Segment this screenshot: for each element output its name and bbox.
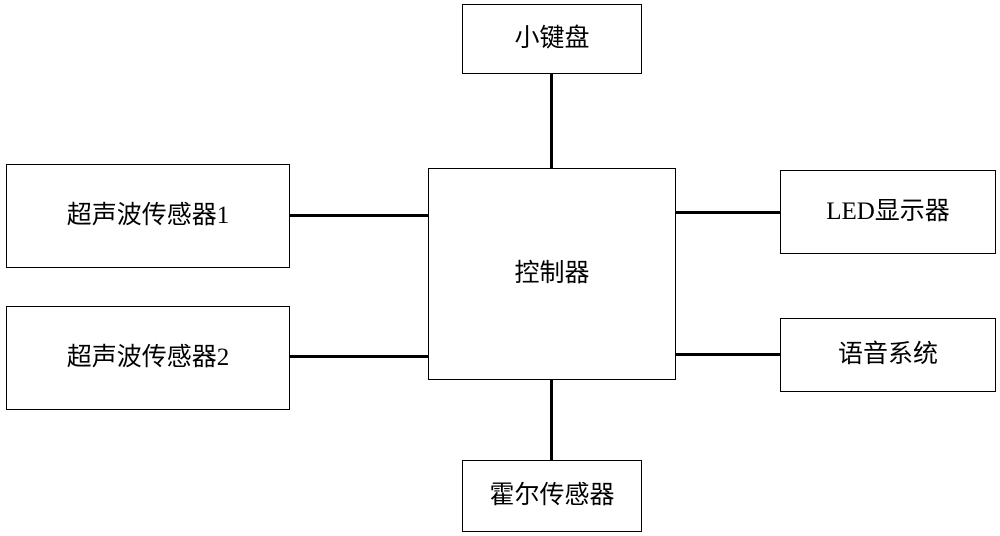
node-keypad: 小键盘 bbox=[462, 4, 642, 74]
node-led-display: LED显示器 bbox=[780, 170, 996, 254]
node-controller-label: 控制器 bbox=[514, 260, 590, 287]
node-controller: 控制器 bbox=[428, 168, 676, 380]
node-ultrasonic-sensor-2-label: 超声波传感器2 bbox=[66, 344, 230, 371]
connector-controller-led bbox=[676, 211, 780, 214]
node-hall-sensor-label: 霍尔传感器 bbox=[489, 482, 615, 509]
node-ultrasonic-sensor-2: 超声波传感器2 bbox=[6, 306, 290, 410]
node-keypad-label: 小键盘 bbox=[514, 25, 590, 52]
connector-controller-voice bbox=[676, 353, 780, 356]
node-hall-sensor: 霍尔传感器 bbox=[462, 460, 642, 532]
connector-sensor2-controller bbox=[290, 355, 428, 358]
connector-hall-controller bbox=[550, 380, 553, 460]
node-voice-system: 语音系统 bbox=[780, 318, 996, 392]
node-led-display-label: LED显示器 bbox=[826, 198, 950, 225]
node-ultrasonic-sensor-1: 超声波传感器1 bbox=[6, 164, 290, 268]
node-ultrasonic-sensor-1-label: 超声波传感器1 bbox=[66, 202, 230, 229]
connector-keypad-controller bbox=[550, 74, 553, 168]
node-voice-system-label: 语音系统 bbox=[837, 341, 938, 368]
connector-sensor1-controller bbox=[290, 214, 428, 217]
